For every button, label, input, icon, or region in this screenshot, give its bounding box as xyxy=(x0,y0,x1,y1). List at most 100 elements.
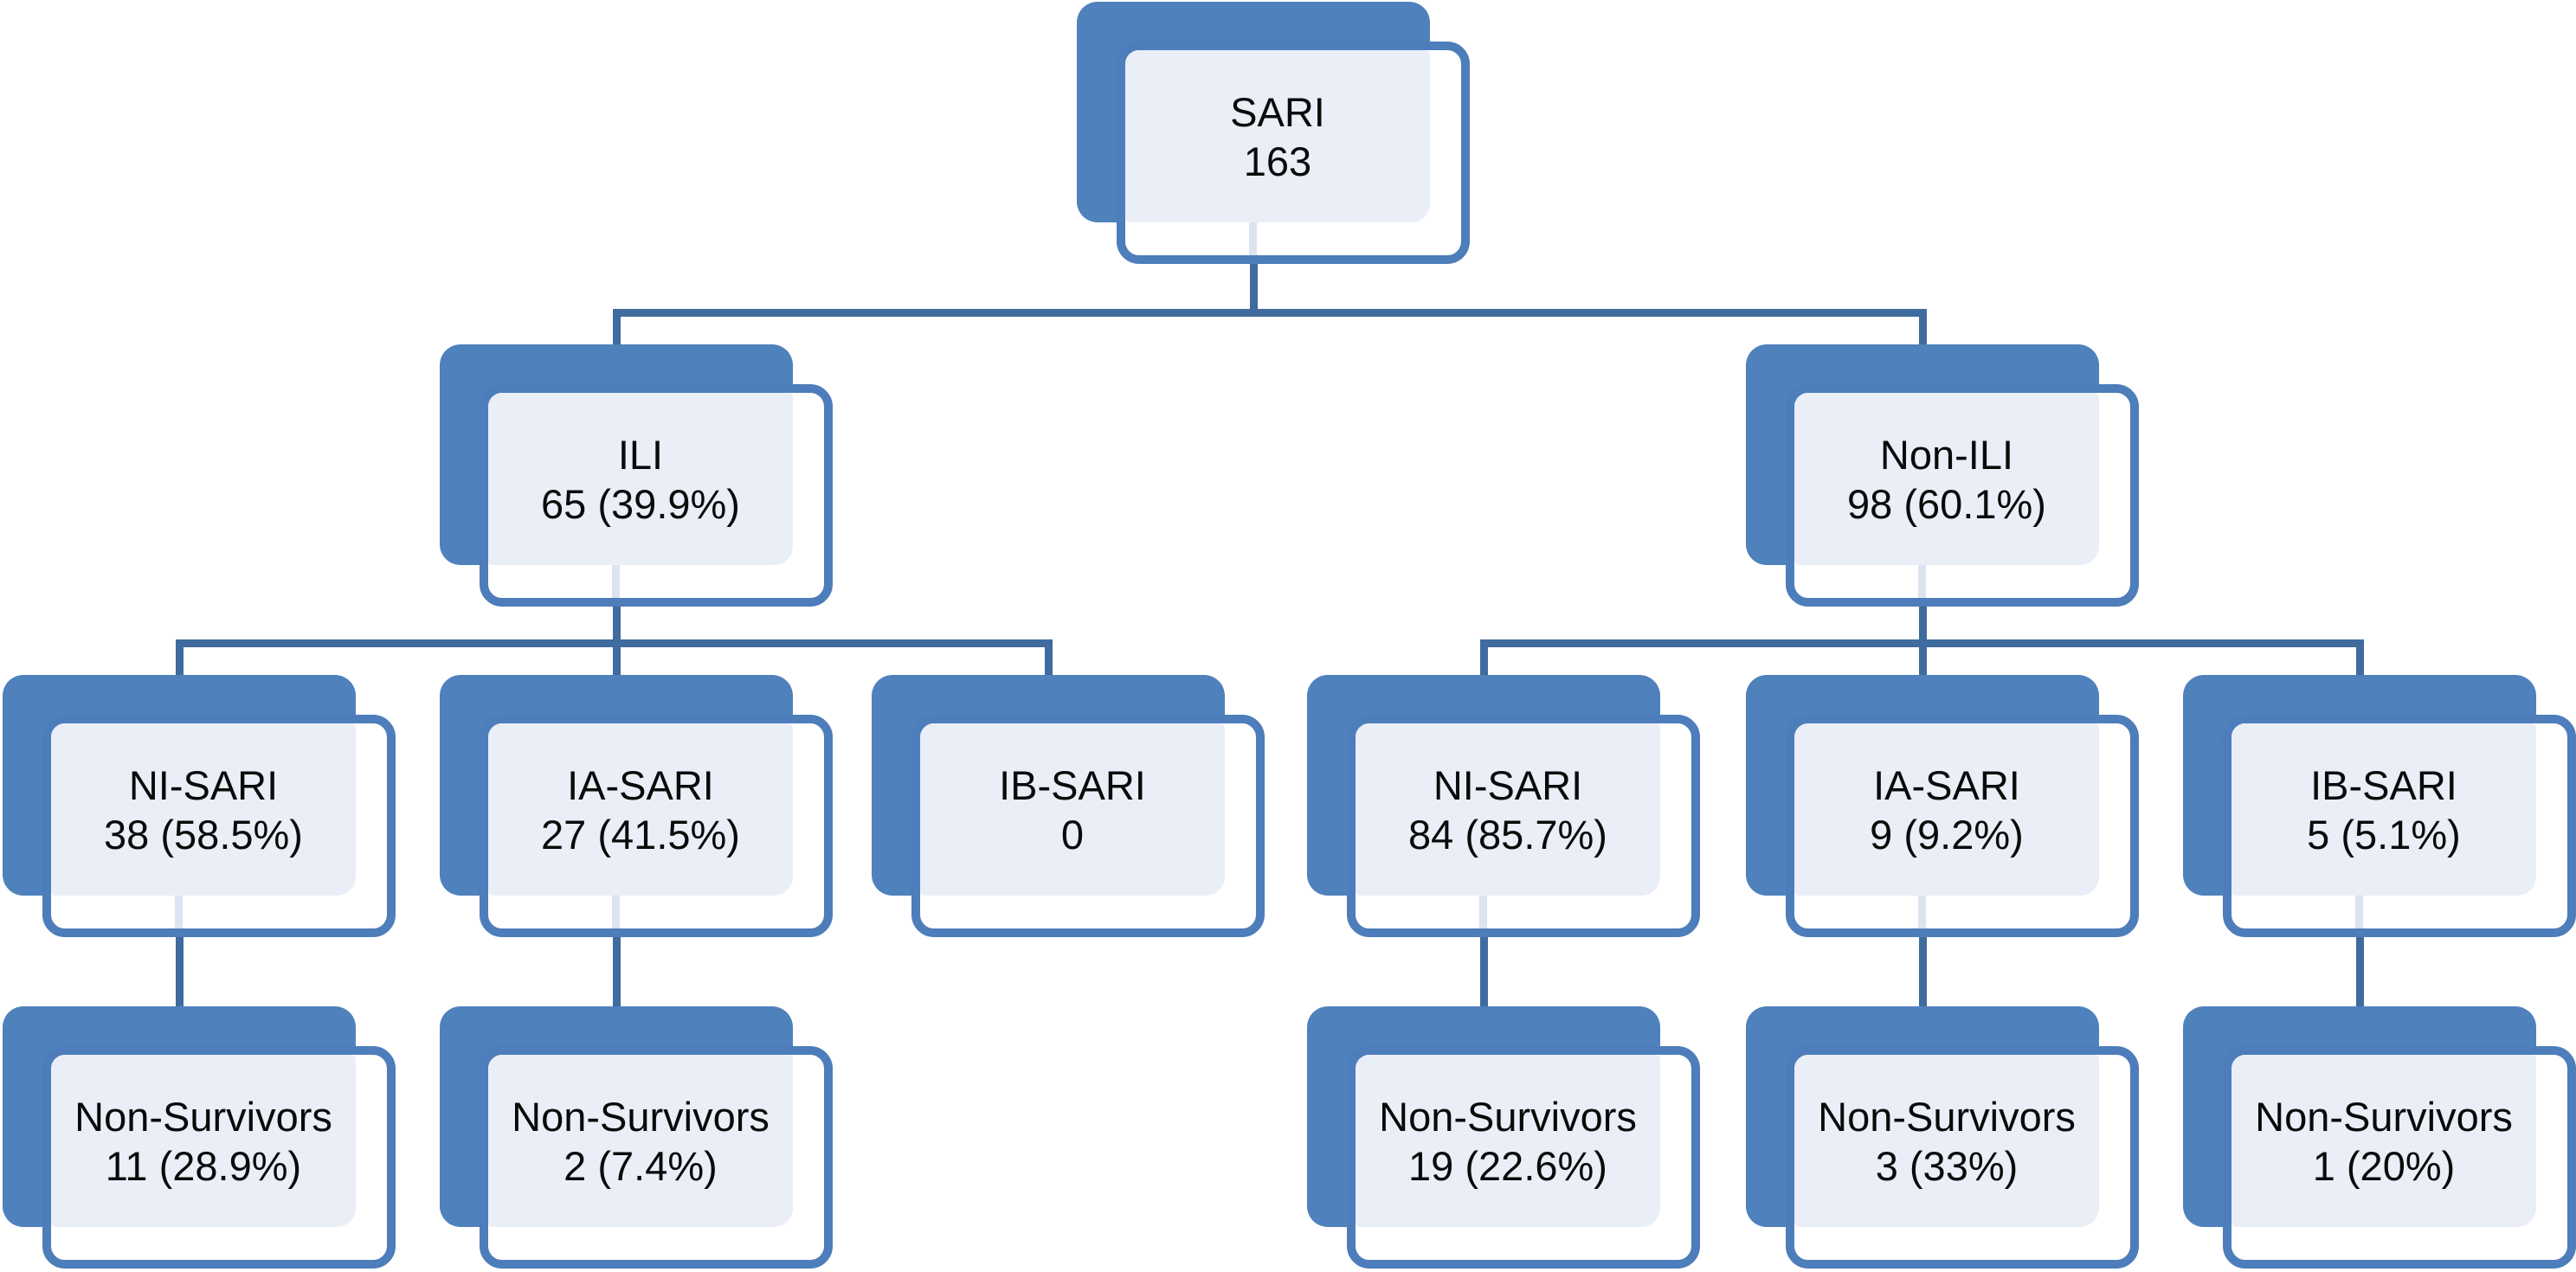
node-ia-sari-nonili: IA-SARI 9 (9.2%) xyxy=(1746,675,2139,937)
node-card-tint xyxy=(1794,393,2099,565)
node-value: 163 xyxy=(1243,138,1312,184)
node-text: Non-ILI 98 (60.1%) xyxy=(1794,393,2099,565)
node-card: IB-SARI 0 xyxy=(911,715,1265,937)
node-ns-ib-nonili: Non-Survivors 1 (20%) xyxy=(2183,1006,2576,1269)
connector-passthrough-line xyxy=(1479,896,1487,928)
node-label: Non-Survivors xyxy=(1379,1093,1637,1140)
node-text: IB-SARI 0 xyxy=(920,723,1225,896)
connector-ili-drop xyxy=(612,594,621,647)
connector-passthrough-line xyxy=(175,896,183,928)
connector-ni-sari-ili-riser xyxy=(175,647,184,687)
node-card-tint xyxy=(488,1055,793,1227)
connector-ni-sari-ili-to-ns-ni-ili xyxy=(175,925,184,1018)
node-ns-ia-ili: Non-Survivors 2 (7.4%) xyxy=(440,1006,833,1269)
node-text: NI-SARI 84 (85.7%) xyxy=(1356,723,1660,896)
node-value: 65 (39.9%) xyxy=(541,480,740,527)
node-card-tint xyxy=(2231,1055,2536,1227)
node-text: Non-Survivors 2 (7.4%) xyxy=(488,1055,793,1227)
node-card-tint xyxy=(51,723,356,896)
node-card-tint xyxy=(1356,1055,1660,1227)
node-text: Non-Survivors 19 (22.6%) xyxy=(1356,1055,1660,1227)
connector-non-ili-bus xyxy=(1479,639,2364,647)
node-value: 9 (9.2%) xyxy=(1870,811,2024,858)
connector-ib-sari-nonili-riser xyxy=(2355,647,2364,687)
node-card: IA-SARI 9 (9.2%) xyxy=(1786,715,2139,937)
node-card-tint xyxy=(920,723,1225,896)
connector-passthrough-line xyxy=(612,896,620,928)
node-text: Non-Survivors 3 (33%) xyxy=(1794,1055,2099,1227)
node-value: 3 (33%) xyxy=(1875,1142,2019,1189)
node-value: 5 (5.1%) xyxy=(2307,811,2461,858)
node-label: Non-Survivors xyxy=(74,1093,332,1140)
node-non-ili: Non-ILI 98 (60.1%) xyxy=(1746,344,2139,607)
node-card: Non-Survivors 1 (20%) xyxy=(2223,1046,2576,1269)
node-card-tint xyxy=(1794,723,2099,896)
node-value: 2 (7.4%) xyxy=(564,1142,718,1189)
node-text: IA-SARI 9 (9.2%) xyxy=(1794,723,2099,896)
connector-ib-sari-nonili-to-ns-ib-nonili xyxy=(2355,925,2364,1018)
node-value: 19 (22.6%) xyxy=(1408,1142,1607,1189)
node-ib-sari-nonili: IB-SARI 5 (5.1%) xyxy=(2183,675,2576,937)
connector-non-ili-riser xyxy=(1918,317,1927,357)
node-value: 11 (28.9%) xyxy=(105,1142,302,1189)
node-text: IB-SARI 5 (5.1%) xyxy=(2231,723,2536,896)
connector-non-ili-drop xyxy=(1918,594,1927,647)
node-card: Non-Survivors 2 (7.4%) xyxy=(480,1046,833,1269)
node-card: NI-SARI 84 (85.7%) xyxy=(1347,715,1700,937)
node-ns-ni-ili: Non-Survivors 11 (28.9%) xyxy=(3,1006,396,1269)
node-value: 38 (58.5%) xyxy=(104,811,303,858)
node-text: ILI 65 (39.9%) xyxy=(488,393,793,565)
node-sari: SARI 163 xyxy=(1077,2,1470,264)
connector-ia-sari-ili-riser xyxy=(612,647,621,687)
node-ns-ni-nonili: Non-Survivors 19 (22.6%) xyxy=(1307,1006,1700,1269)
node-card: Non-Survivors 3 (33%) xyxy=(1786,1046,2139,1269)
connector-ia-sari-nonili-to-ns-ia-nonili xyxy=(1918,925,1927,1018)
node-label: ILI xyxy=(617,431,664,478)
node-label: NI-SARI xyxy=(1433,761,1583,808)
node-label: Non-Survivors xyxy=(2255,1093,2513,1140)
node-value: 98 (60.1%) xyxy=(1847,480,2046,527)
node-card-tint xyxy=(1794,1055,2099,1227)
node-label: IA-SARI xyxy=(1873,761,2020,808)
node-card-tint xyxy=(488,393,793,565)
node-label: SARI xyxy=(1230,88,1325,135)
connector-ia-sari-nonili-riser xyxy=(1918,647,1927,687)
node-card: ILI 65 (39.9%) xyxy=(480,384,833,607)
connector-ib-sari-ili-riser xyxy=(1044,647,1053,687)
connector-passthrough-line xyxy=(612,565,620,598)
node-label: Non-Survivors xyxy=(512,1093,770,1140)
node-card-tint xyxy=(488,723,793,896)
node-value: 1 (20%) xyxy=(2312,1142,2456,1189)
node-label: IB-SARI xyxy=(2310,761,2457,808)
node-card: NI-SARI 38 (58.5%) xyxy=(42,715,396,937)
node-ili: ILI 65 (39.9%) xyxy=(440,344,833,607)
node-label: Non-Survivors xyxy=(1818,1093,2076,1140)
node-label: IB-SARI xyxy=(999,761,1146,808)
node-label: IA-SARI xyxy=(567,761,714,808)
node-text: NI-SARI 38 (58.5%) xyxy=(51,723,356,896)
node-label: Non-ILI xyxy=(1879,431,2014,478)
node-ns-ia-nonili: Non-Survivors 3 (33%) xyxy=(1746,1006,2139,1269)
connector-sari-drop xyxy=(1249,252,1258,317)
connector-passthrough-line xyxy=(1918,896,1926,928)
connector-sari-bus xyxy=(612,309,1927,317)
node-value: 0 xyxy=(1060,811,1085,858)
connector-ni-sari-nonili-riser xyxy=(1479,647,1488,687)
node-card: Non-Survivors 11 (28.9%) xyxy=(42,1046,396,1269)
node-value: 27 (41.5%) xyxy=(541,811,740,858)
node-card-tint xyxy=(2231,723,2536,896)
node-text: SARI 163 xyxy=(1125,50,1430,222)
node-ia-sari-ili: IA-SARI 27 (41.5%) xyxy=(440,675,833,937)
node-ni-sari-nonili: NI-SARI 84 (85.7%) xyxy=(1307,675,1700,937)
node-card: IA-SARI 27 (41.5%) xyxy=(480,715,833,937)
connector-passthrough-line xyxy=(1249,222,1257,255)
node-ni-sari-ili: NI-SARI 38 (58.5%) xyxy=(3,675,396,937)
node-text: Non-Survivors 11 (28.9%) xyxy=(51,1055,356,1227)
node-card-tint xyxy=(1125,50,1430,222)
node-card: SARI 163 xyxy=(1117,42,1470,264)
node-ib-sari-ili: IB-SARI 0 xyxy=(872,675,1265,937)
connector-passthrough-line xyxy=(1918,565,1926,598)
node-text: Non-Survivors 1 (20%) xyxy=(2231,1055,2536,1227)
connector-ili-bus xyxy=(175,639,1053,647)
